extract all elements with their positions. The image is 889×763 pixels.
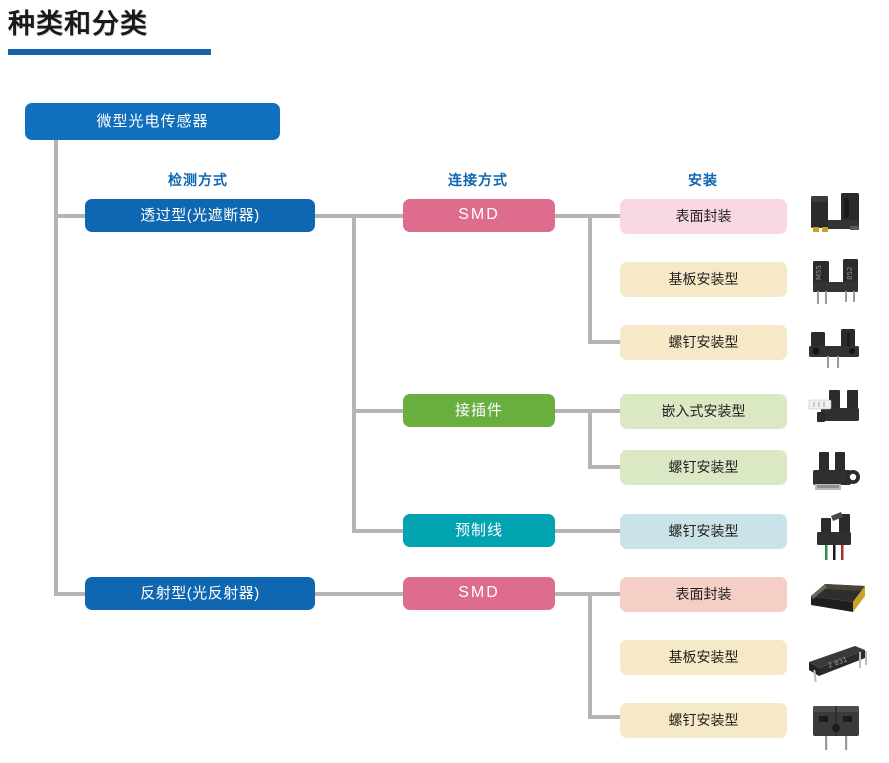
reflective-to-smd-line bbox=[313, 592, 405, 596]
smd-upper-to-surface-line bbox=[553, 214, 621, 218]
node-mount-pcb-smd-reflective[interactable]: 基板安装型 bbox=[620, 640, 787, 675]
transmissive-to-connector-line bbox=[352, 409, 405, 413]
node-mount-embedded-connector[interactable]: 嵌入式安装型 bbox=[620, 394, 787, 429]
node-connector-type[interactable]: 接插件 bbox=[403, 394, 555, 427]
photo-interrupter-connector-embedded-image bbox=[803, 382, 873, 438]
smd-lower-branch-vertical-line bbox=[588, 592, 592, 719]
node-mount-pcb-smd-transmissive[interactable]: 基板安装型 bbox=[620, 262, 787, 297]
svg-text:M55: M55 bbox=[815, 265, 823, 280]
node-root-micro-photosensor[interactable]: 微型光电传感器 bbox=[25, 103, 280, 140]
trunk-to-transmissive-line bbox=[54, 214, 87, 218]
transmissive-to-smd-line bbox=[313, 214, 405, 218]
photo-interrupter-screw-image bbox=[803, 318, 873, 374]
node-mount-screw-cable[interactable]: 螺钉安装型 bbox=[620, 514, 787, 549]
node-transmissive-type[interactable]: 透过型(光遮断器) bbox=[85, 199, 315, 232]
photo-reflector-through-hole-image: 2 831 bbox=[803, 636, 873, 692]
node-reflective-type[interactable]: 反射型(光反射器) bbox=[85, 577, 315, 610]
cable-to-screw-line bbox=[553, 529, 621, 533]
node-smd-transmissive[interactable]: SMD bbox=[403, 199, 555, 232]
smd-lower-to-screw-line bbox=[588, 715, 621, 719]
smd-upper-branch-vertical-line bbox=[588, 214, 592, 344]
node-mount-surface-smd-reflective[interactable]: 表面封装 bbox=[620, 577, 787, 612]
svg-text:852: 852 bbox=[846, 267, 854, 280]
transmissive-branch-vertical-line bbox=[352, 214, 356, 531]
photo-reflector-smd-image bbox=[803, 572, 873, 628]
connector-to-embedded-line bbox=[553, 409, 621, 413]
smd-upper-to-screw-line bbox=[588, 340, 621, 344]
photo-reflector-screw-image bbox=[803, 698, 873, 754]
node-mount-screw-smd-transmissive[interactable]: 螺钉安装型 bbox=[620, 325, 787, 360]
transmissive-to-cable-line bbox=[352, 529, 405, 533]
photo-interrupter-connector-screw-image bbox=[803, 446, 873, 502]
photo-interrupter-cable-screw-image bbox=[803, 508, 873, 564]
node-mount-screw-smd-reflective[interactable]: 螺钉安装型 bbox=[620, 703, 787, 738]
column-header-detection: 检测方式 bbox=[168, 172, 228, 188]
column-header-connection: 连接方式 bbox=[448, 172, 508, 188]
column-header-mounting: 安装 bbox=[688, 172, 718, 188]
photo-interrupter-smd-image bbox=[803, 190, 873, 246]
page-title: 种类和分类 bbox=[8, 9, 148, 39]
node-smd-reflective[interactable]: SMD bbox=[403, 577, 555, 610]
title-underline bbox=[8, 49, 211, 55]
node-mount-screw-connector[interactable]: 螺钉安装型 bbox=[620, 450, 787, 485]
node-prewired-cable-type[interactable]: 预制线 bbox=[403, 514, 555, 547]
trunk-vertical-line bbox=[54, 140, 58, 596]
connector-branch-vertical-line bbox=[588, 409, 592, 469]
trunk-to-reflective-line bbox=[54, 592, 87, 596]
node-mount-surface-smd-transmissive[interactable]: 表面封装 bbox=[620, 199, 787, 234]
smd-lower-to-surface-line bbox=[553, 592, 621, 596]
connector-to-screw-line bbox=[588, 465, 621, 469]
photo-interrupter-through-hole-image: M55 852 bbox=[803, 254, 873, 310]
